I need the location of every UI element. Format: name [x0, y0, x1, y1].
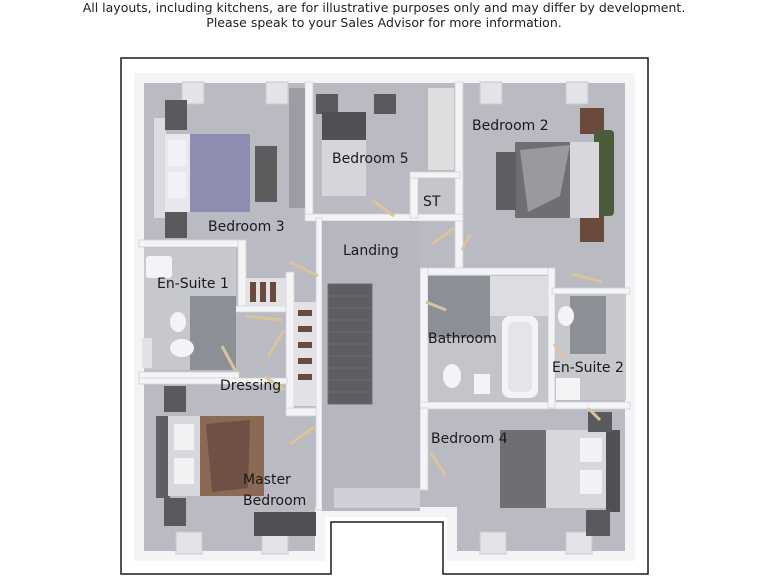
label-dressing: Dressing	[220, 378, 282, 394]
label-en-suite-1: En-Suite 1	[157, 276, 229, 292]
ensuite1-furniture	[142, 248, 236, 370]
bathroom-furniture	[428, 276, 548, 402]
bedroom3-furniture	[154, 88, 305, 238]
label-bedroom-2: Bedroom 2	[472, 118, 549, 134]
bedroom5-furniture	[316, 88, 454, 196]
bedroom2-furniture	[496, 108, 614, 242]
label-master-bedroom-line-2: Bedroom	[243, 493, 307, 509]
staircase	[327, 283, 373, 405]
label-storage: ST	[423, 194, 441, 210]
label-master-bedroom-line-1: Master	[243, 472, 291, 488]
label-bedroom-3: Bedroom 3	[208, 219, 285, 235]
label-bedroom-5: Bedroom 5	[332, 151, 409, 167]
label-bathroom: Bathroom	[428, 331, 497, 347]
disclaimer-line-2: Please speak to your Sales Advisor for m…	[206, 15, 562, 30]
master-bedroom-furniture	[156, 386, 316, 536]
disclaimer: All layouts, including kitchens, are for…	[0, 0, 768, 30]
windows	[175, 81, 593, 555]
landing-rug	[334, 488, 420, 508]
label-en-suite-2: En-Suite 2	[552, 360, 624, 376]
disclaimer-line-1: All layouts, including kitchens, are for…	[82, 0, 686, 15]
bedroom4-furniture	[500, 412, 620, 536]
doors	[220, 198, 603, 477]
ensuite2-furniture	[556, 294, 626, 400]
dressing-furniture	[246, 278, 316, 406]
label-bedroom-4: Bedroom 4	[431, 431, 508, 447]
storage-floor	[418, 178, 455, 214]
label-landing: Landing	[343, 243, 399, 259]
